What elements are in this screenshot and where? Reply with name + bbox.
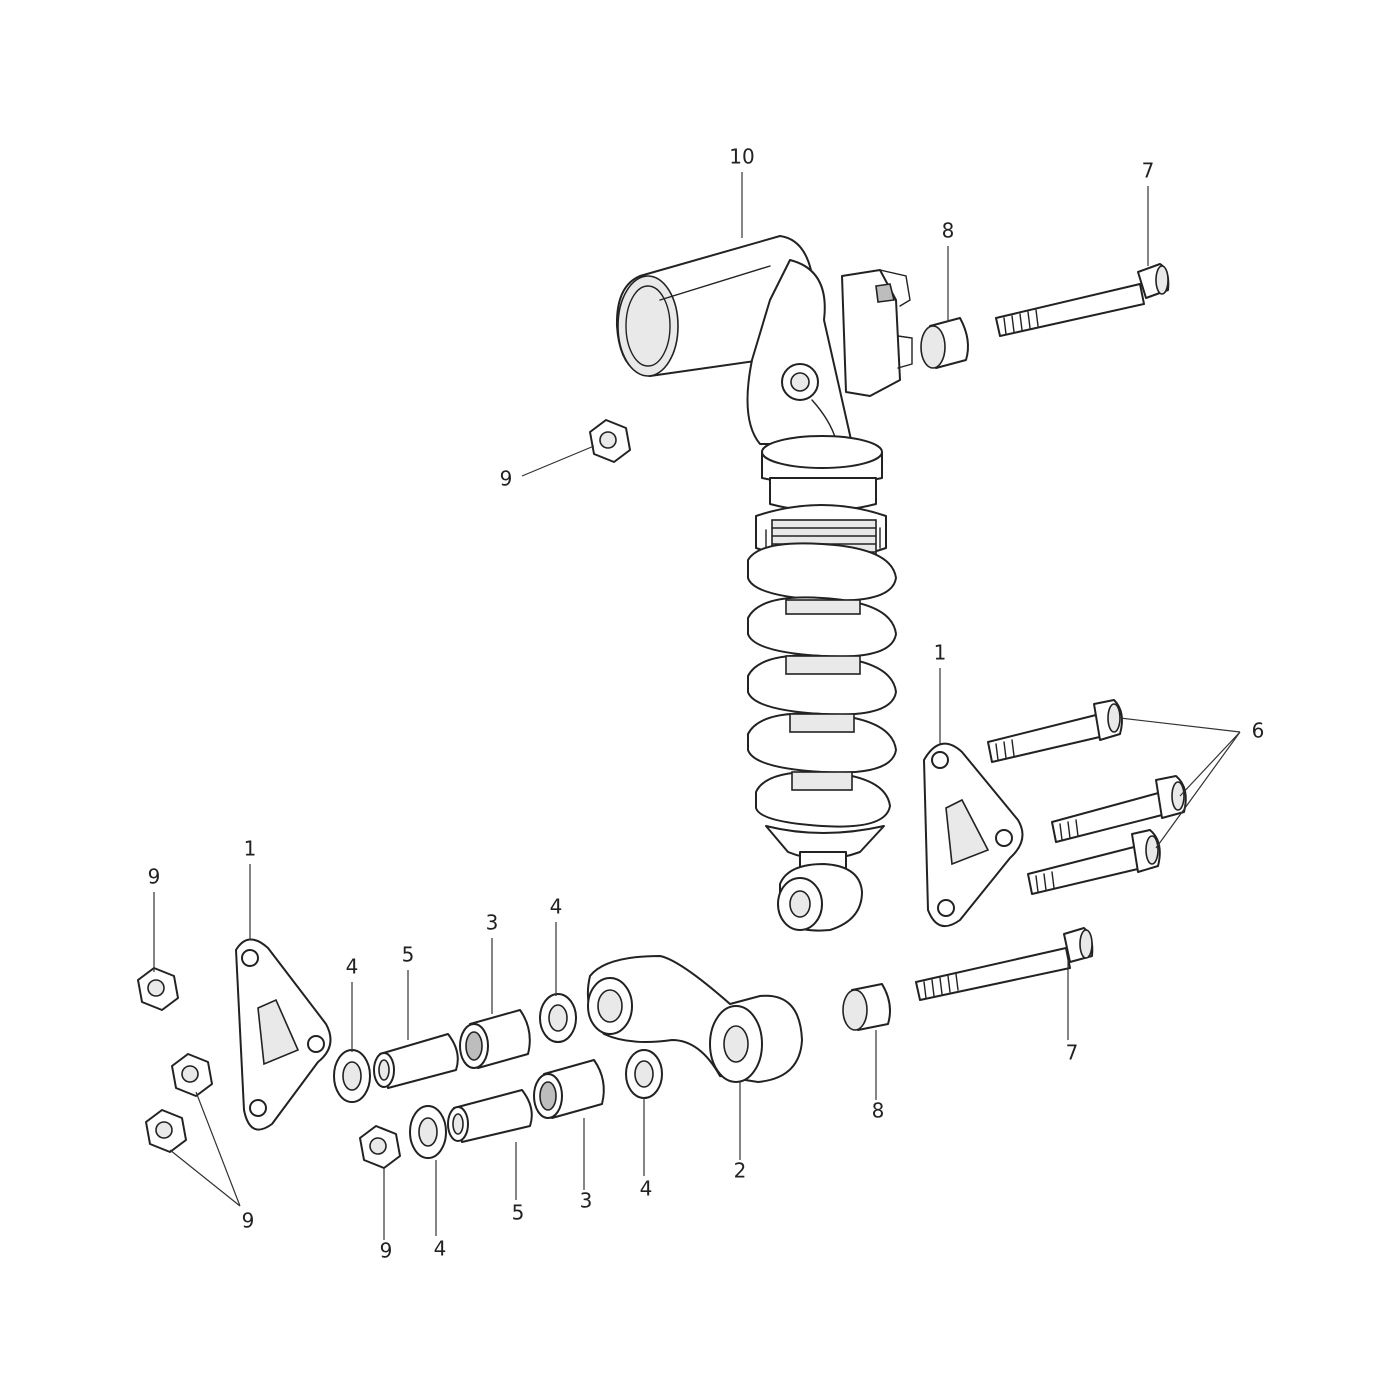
washer-4-b [539,993,577,1043]
callout-5: 5 [512,1201,525,1225]
callout-2: 2 [734,1159,747,1183]
callout-3: 3 [486,911,499,935]
sleeve-5-lower [447,1089,533,1143]
callout-9: 9 [148,865,161,889]
callout-4: 4 [550,895,563,919]
bracket-left [235,938,332,1131]
callout-9: 9 [500,467,513,491]
callout-10: 10 [729,145,754,169]
shock-absorber [615,235,913,932]
washer-4-a [333,1049,371,1103]
callout-8: 8 [872,1099,885,1123]
spacer-upper [920,317,969,369]
callout-3: 3 [580,1189,593,1213]
nut-left-bottom [145,1109,187,1153]
callout-4: 4 [346,955,359,979]
callout-8: 8 [942,219,955,243]
bearing-3-lower [533,1059,605,1119]
callouts: 10 7 8 9 1 6 9 1 4 5 3 4 7 8 2 4 3 5 4 9… [148,145,1265,1263]
callout-1: 1 [934,641,947,665]
washer-4-c [409,1105,447,1159]
nut-lower-center [359,1125,401,1169]
washer-4-d [625,1049,663,1099]
bolt-6-bottom [1027,829,1161,895]
nut-upper [589,419,631,463]
sleeve-5-upper [373,1033,459,1089]
bolt-6-top [987,699,1123,763]
bolt-6-middle [1051,775,1187,843]
callout-7: 7 [1142,159,1155,183]
callout-9: 9 [380,1239,393,1263]
callout-4: 4 [434,1237,447,1261]
callout-7: 7 [1066,1041,1079,1065]
bearing-3-upper [459,1009,531,1069]
callout-6: 6 [1252,719,1265,743]
shock-spring [747,542,897,828]
bolt-upper [995,263,1170,337]
nut-left-top [137,967,179,1011]
bracket-right [923,742,1024,928]
leader-lines [153,172,1241,1240]
bolt-lower [915,927,1094,1001]
callout-9: 9 [242,1209,255,1233]
spacer-lower [842,983,891,1031]
callout-1: 1 [244,837,257,861]
callout-5: 5 [402,943,415,967]
nut-left-middle [171,1053,213,1097]
callout-4: 4 [640,1177,653,1201]
link-arm [586,955,803,1083]
